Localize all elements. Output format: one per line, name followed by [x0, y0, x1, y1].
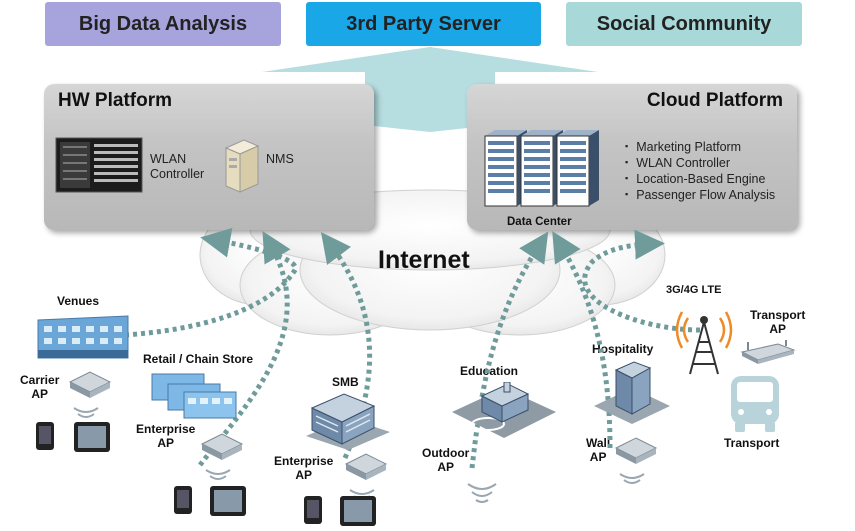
social-community-box: Social Community — [566, 2, 802, 46]
venues-building-icon — [37, 315, 129, 359]
cloud-feature-item: Marketing Platform — [625, 139, 775, 155]
hospitality-label: Hospitality — [592, 342, 654, 356]
nms-label: NMS — [266, 152, 294, 166]
enterprise-ap-1-icon — [200, 433, 244, 480]
retail-chain-store-label: Retail / Chain Store — [143, 352, 254, 366]
cloud-platform-panel: Cloud Platform Data Center Marketing Pla… — [467, 84, 797, 230]
mobile-devices-icon — [304, 496, 376, 526]
big-data-analysis-box: Big Data Analysis — [45, 2, 281, 46]
transport-ap-icon — [740, 340, 796, 364]
mobile-devices-icon — [36, 422, 110, 452]
data-center-icon — [484, 130, 599, 207]
mobile-devices-icon — [174, 486, 246, 516]
data-center-label: Data Center — [507, 216, 572, 228]
cell-tower-icon — [675, 311, 733, 375]
cloud-feature-list: Marketing Platform WLAN Controller Locat… — [625, 139, 775, 203]
cloud-platform-title: Cloud Platform — [646, 90, 783, 111]
smb-building-icon — [306, 393, 390, 450]
transport-ap-label: Transport AP — [750, 308, 806, 336]
education-campus-icon — [452, 382, 556, 438]
smb-label: SMB — [332, 375, 359, 389]
outdoor-ap-signal-icon — [467, 483, 497, 503]
hospitality-building-icon — [594, 361, 670, 424]
hw-platform-title: HW Platform — [58, 90, 172, 111]
enterprise-ap-2-label: Enterprise AP — [274, 454, 334, 482]
big-data-analysis-label: Big Data Analysis — [78, 12, 248, 35]
transport-label: Transport — [724, 436, 780, 450]
carrier-ap-icon — [68, 371, 112, 418]
wall-ap-label: Wall AP — [586, 436, 611, 464]
social-community-label: Social Community — [596, 12, 772, 35]
cloud-feature-item: Location-Based Engine — [625, 171, 775, 187]
wall-ap-icon — [614, 437, 658, 484]
lte-label: 3G/4G LTE — [666, 284, 722, 296]
cloud-feature-item: Passenger Flow Analysis — [625, 187, 775, 203]
wlan-controller-icon — [55, 137, 143, 193]
enterprise-ap-1-label: Enterprise AP — [136, 422, 196, 450]
venues-label: Venues — [57, 294, 100, 308]
carrier-ap-label: Carrier AP — [20, 373, 60, 401]
retail-store-icon — [151, 373, 237, 419]
hw-platform-panel: HW Platform WLAN Controller NMS — [44, 84, 374, 230]
wlan-controller-label: WLAN Controller — [150, 152, 205, 181]
internet-label: Internet — [378, 246, 470, 274]
nms-server-icon — [224, 139, 260, 193]
bus-icon — [731, 376, 779, 432]
outdoor-ap-label: Outdoor AP — [422, 446, 470, 474]
cloud-feature-item: WLAN Controller — [625, 155, 775, 171]
third-party-server-box: 3rd Party Server — [306, 2, 541, 46]
third-party-server-label: 3rd Party Server — [346, 12, 501, 35]
